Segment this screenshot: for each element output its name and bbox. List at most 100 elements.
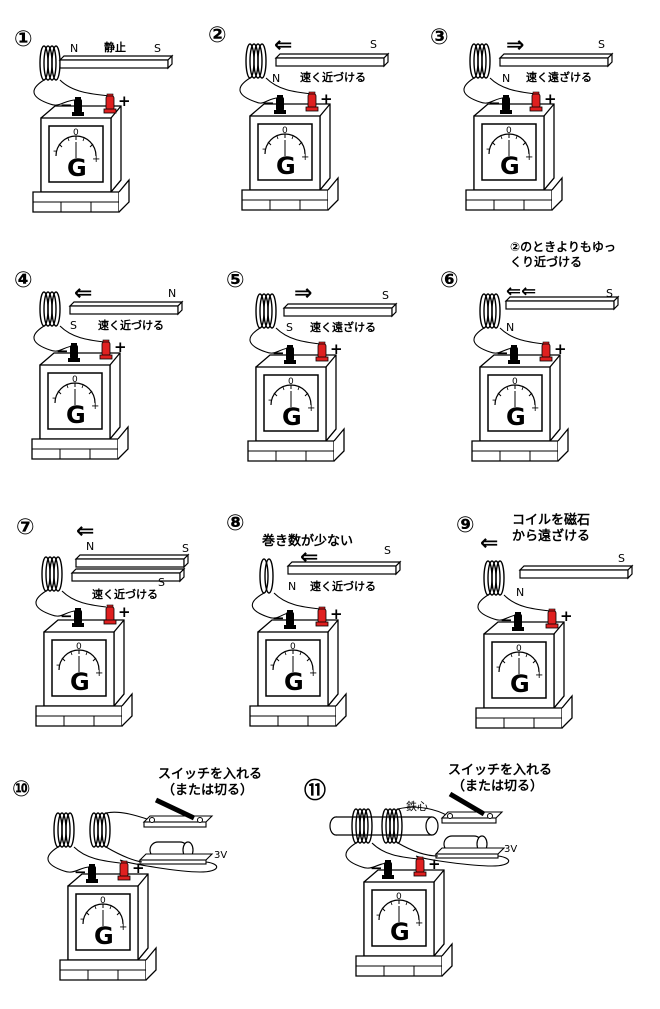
galvanometer: G 0 - + (475, 621, 573, 729)
primary-wire-bottom (397, 842, 510, 867)
caption-line-1: ②のときよりもゆっ (510, 240, 616, 254)
terminal-plus-label: + (118, 603, 131, 621)
caption-line-2: （または切る） (452, 778, 543, 794)
dial-zero: 0 (288, 377, 294, 387)
dial-minus: - (486, 142, 490, 155)
terminal-plus-label: + (320, 90, 333, 108)
coil (245, 43, 267, 79)
panel-2: ② ⇐ N 速く近づける S G 0 - + − + (208, 23, 389, 211)
terminal-minus-label: − (60, 96, 73, 114)
caption: 速く遠ざける (310, 320, 376, 334)
galvanometer: G 0 - + (241, 103, 339, 211)
panel-3: ③ ⇒ N 速く遠ざける S G 0 - + − + (430, 25, 613, 211)
pole-label-far: S (606, 287, 613, 300)
galvanometer-letter: G (510, 670, 530, 698)
dial-minus: - (376, 908, 380, 921)
galvanometer: G 0 - + (465, 103, 563, 211)
lead-wire-left (251, 592, 291, 619)
pole-label-near: N (502, 72, 510, 85)
galvanometer: G 0 - + (249, 619, 347, 727)
dial-plus: + (95, 668, 103, 679)
lead-wire-right (275, 327, 321, 345)
pole-label-far-lower: S (158, 576, 165, 589)
dial-minus: - (268, 393, 272, 406)
caption: 速く遠ざける (526, 70, 592, 84)
coil-few-turns (259, 558, 274, 594)
lead-wire-right (273, 592, 321, 610)
terminal-minus-label: − (56, 342, 69, 360)
iron-core (329, 816, 439, 836)
title: 巻き数が少ない (261, 533, 353, 549)
galvanometer: G 0 - + (471, 354, 569, 462)
caption-line-1: スイッチを入れる (158, 767, 262, 782)
galvanometer-letter: G (506, 403, 526, 431)
dial-zero: 0 (100, 896, 106, 906)
panel-1: ① N 静止 S G 0 - + − + (14, 27, 173, 213)
pole-label-far: S (598, 38, 605, 51)
motion-arrow: ⇐ (480, 531, 498, 556)
terminal-minus-label: − (500, 611, 513, 629)
dial-zero: 0 (282, 126, 288, 136)
terminal-positive (315, 606, 329, 627)
terminal-positive (413, 856, 427, 877)
coil (41, 556, 63, 592)
terminal-plus-label: + (330, 605, 343, 623)
dial-zero: 0 (72, 375, 78, 385)
switch (142, 797, 214, 828)
bar-magnet (59, 55, 173, 69)
dial-zero: 0 (73, 128, 79, 138)
lead-wire-left (35, 590, 77, 617)
pole-label-near: S (70, 319, 77, 332)
galvanometer-letter: G (390, 918, 410, 946)
caption-line-1: スイッチを入れる (448, 763, 552, 778)
pole-label-far: S (182, 542, 189, 555)
dial-plus: + (301, 152, 309, 163)
lead-wire-left (473, 327, 515, 354)
galvanometer: G 0 - + (247, 354, 345, 462)
pole-label-near: N (86, 540, 94, 553)
galvanometer: G 0 - + (59, 873, 157, 981)
dial-plus: + (525, 152, 533, 163)
terminal-minus-label: − (272, 609, 285, 627)
terminal-plus-label: + (118, 92, 131, 110)
lead-wire-right (489, 77, 537, 95)
lead-wire-left (239, 77, 279, 104)
dial-minus: - (52, 391, 56, 404)
galvanometer: G 0 - + (35, 619, 133, 727)
lead-wire-right (371, 842, 419, 860)
lead-wire-left (463, 77, 505, 104)
galvanometer-letter: G (276, 152, 296, 180)
dial-zero: 0 (506, 126, 512, 136)
lead-wire-left (249, 327, 291, 354)
dial-minus: - (56, 658, 60, 671)
motion-arrow: ⇐ (76, 519, 94, 544)
caption: 速く近づける (310, 579, 376, 593)
dial-plus: + (307, 403, 315, 414)
dial-plus: + (91, 401, 99, 412)
caption: 静止 (104, 40, 126, 54)
battery (138, 841, 214, 865)
galvanometer-letter: G (94, 922, 114, 950)
terminal-plus-label: + (560, 607, 573, 625)
dial-minus: - (53, 144, 57, 157)
terminal-plus-label: + (132, 859, 145, 877)
dial-minus: - (262, 142, 266, 155)
bar-magnet (519, 565, 633, 579)
switch (440, 791, 504, 824)
lead-wire-right (265, 77, 313, 95)
lead-wire-right (499, 327, 545, 345)
terminal-plus-label: + (114, 338, 127, 356)
terminal-minus-label: − (488, 94, 501, 112)
dial-plus: + (92, 154, 100, 165)
pole-label-near: N (288, 580, 296, 593)
lead-wire-left (47, 846, 91, 873)
terminal-positive (529, 91, 543, 112)
pole-label-far: S (384, 544, 391, 557)
terminal-minus-label: − (74, 863, 87, 881)
pole-label-near: N (70, 42, 78, 55)
dial-minus: - (270, 658, 274, 671)
panel-number: ⑦ (16, 515, 35, 540)
panel-8: ⑧ 巻き数が少ない ⇐ N 速く近づける S G 0 - + − + (226, 511, 401, 727)
caption-line-1: コイルを磁石 (512, 512, 590, 528)
